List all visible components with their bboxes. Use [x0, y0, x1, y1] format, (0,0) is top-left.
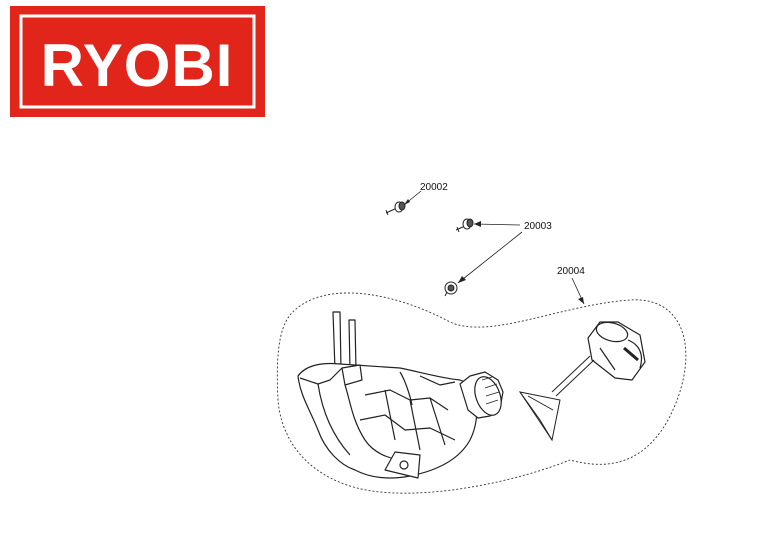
screw-20002: [385, 201, 406, 216]
fuel-cap-strap: [518, 355, 595, 442]
callout-label-20004: 20004: [557, 266, 585, 277]
screw-20003-upper: [455, 218, 474, 233]
assembly-boundary: [276, 292, 687, 494]
ryobi-logo: RYOBI: [10, 6, 265, 117]
arrowhead-20003-lower: [458, 276, 466, 283]
screw-20003-lower: [444, 281, 458, 297]
arrowhead-20002: [404, 199, 410, 205]
arrowhead-20003-upper: [474, 221, 481, 227]
callout-label-20002: 20002: [420, 182, 448, 193]
leader-line-20003-upper: [473, 223, 521, 226]
callout-label-20003: 20003: [524, 221, 552, 232]
ryobi-logo-text: RYOBI: [41, 32, 234, 99]
leader-line-20003-lower: [457, 231, 523, 284]
ryobi-logo-mark: RYOBI: [19, 14, 256, 109]
arrowhead-20004: [578, 297, 584, 304]
fuel-tank: [297, 311, 504, 479]
fuel-cap: [587, 321, 646, 381]
